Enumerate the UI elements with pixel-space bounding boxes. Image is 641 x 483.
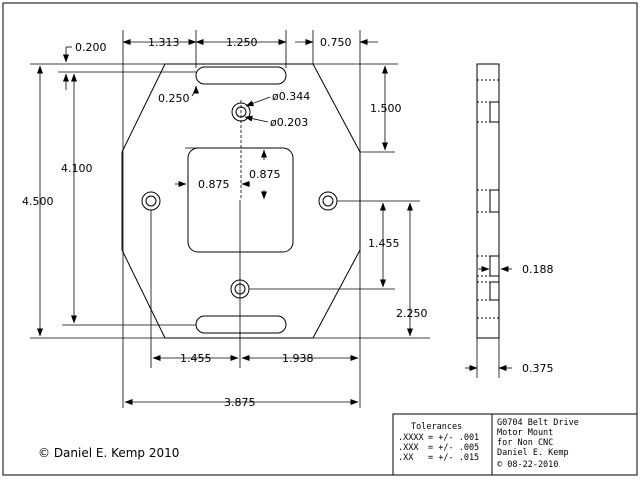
title-line-4: Daniel E. Kemp (497, 448, 569, 458)
title-date: © 08-22-2010 (497, 460, 558, 470)
dim-inner-height: 4.100 (61, 162, 93, 175)
tol-val-2: = +/- .005 (428, 443, 479, 453)
top-slot (195, 66, 287, 85)
title-line-3: for Non CNC (497, 438, 553, 448)
dim-bottom-left: 1.455 (180, 352, 212, 365)
tol-key-2: .XXX (398, 443, 419, 453)
dim-hole-large: ø0.344 (272, 90, 310, 103)
title-line-2: Motor Mount (497, 428, 553, 438)
dim-top-left-offset: 0.200 (75, 41, 107, 54)
hole-right (318, 191, 338, 211)
dim-overall-width: 3.875 (224, 396, 256, 409)
copyright-text: © Daniel E. Kemp 2010 (38, 446, 179, 460)
extension-lines (30, 30, 430, 408)
tol-val-1: = +/- .001 (428, 433, 479, 443)
title-block: Tolerances .XXXX = +/- .001 .XXX = +/- .… (392, 413, 638, 476)
dim-thickness: 0.375 (522, 362, 554, 375)
dim-overall-height: 4.500 (22, 195, 54, 208)
dimension-labels: 0.200 1.313 1.250 0.750 0.250 ø0.344 ø0.… (22, 36, 554, 409)
center-pocket (187, 147, 294, 253)
dim-corner-chamfer: 0.750 (320, 36, 352, 49)
dim-pocket-y: 0.875 (249, 168, 281, 181)
dim-slot-x: 1.313 (148, 36, 180, 49)
dim-slot-length: 1.250 (226, 36, 258, 49)
side-dimension-lines (465, 266, 512, 378)
side-view (476, 63, 500, 339)
side-outline (476, 63, 500, 339)
title-line-1: G0704 Belt Drive (497, 418, 579, 428)
dim-right-top: 1.500 (370, 102, 402, 115)
dim-side-notch: 0.188 (522, 263, 554, 276)
tolerances-heading: Tolerances (411, 422, 462, 432)
tol-val-3: = +/- .015 (428, 453, 479, 463)
tol-key-1: .XXXX (398, 433, 424, 443)
sheet-border (2, 2, 638, 476)
dim-hole-spacing-y: 1.455 (368, 237, 400, 250)
dim-center-y: 2.250 (396, 307, 428, 320)
hole-left (141, 191, 161, 211)
dim-bottom-right: 1.938 (282, 352, 314, 365)
dim-slot-y: 0.250 (158, 92, 190, 105)
dim-pocket-x: 0.875 (198, 178, 230, 191)
dimension-lines (37, 39, 413, 405)
dim-hole-small: ø0.203 (270, 116, 308, 129)
bottom-slot (195, 315, 287, 334)
tol-key-3: .XX (398, 453, 414, 463)
